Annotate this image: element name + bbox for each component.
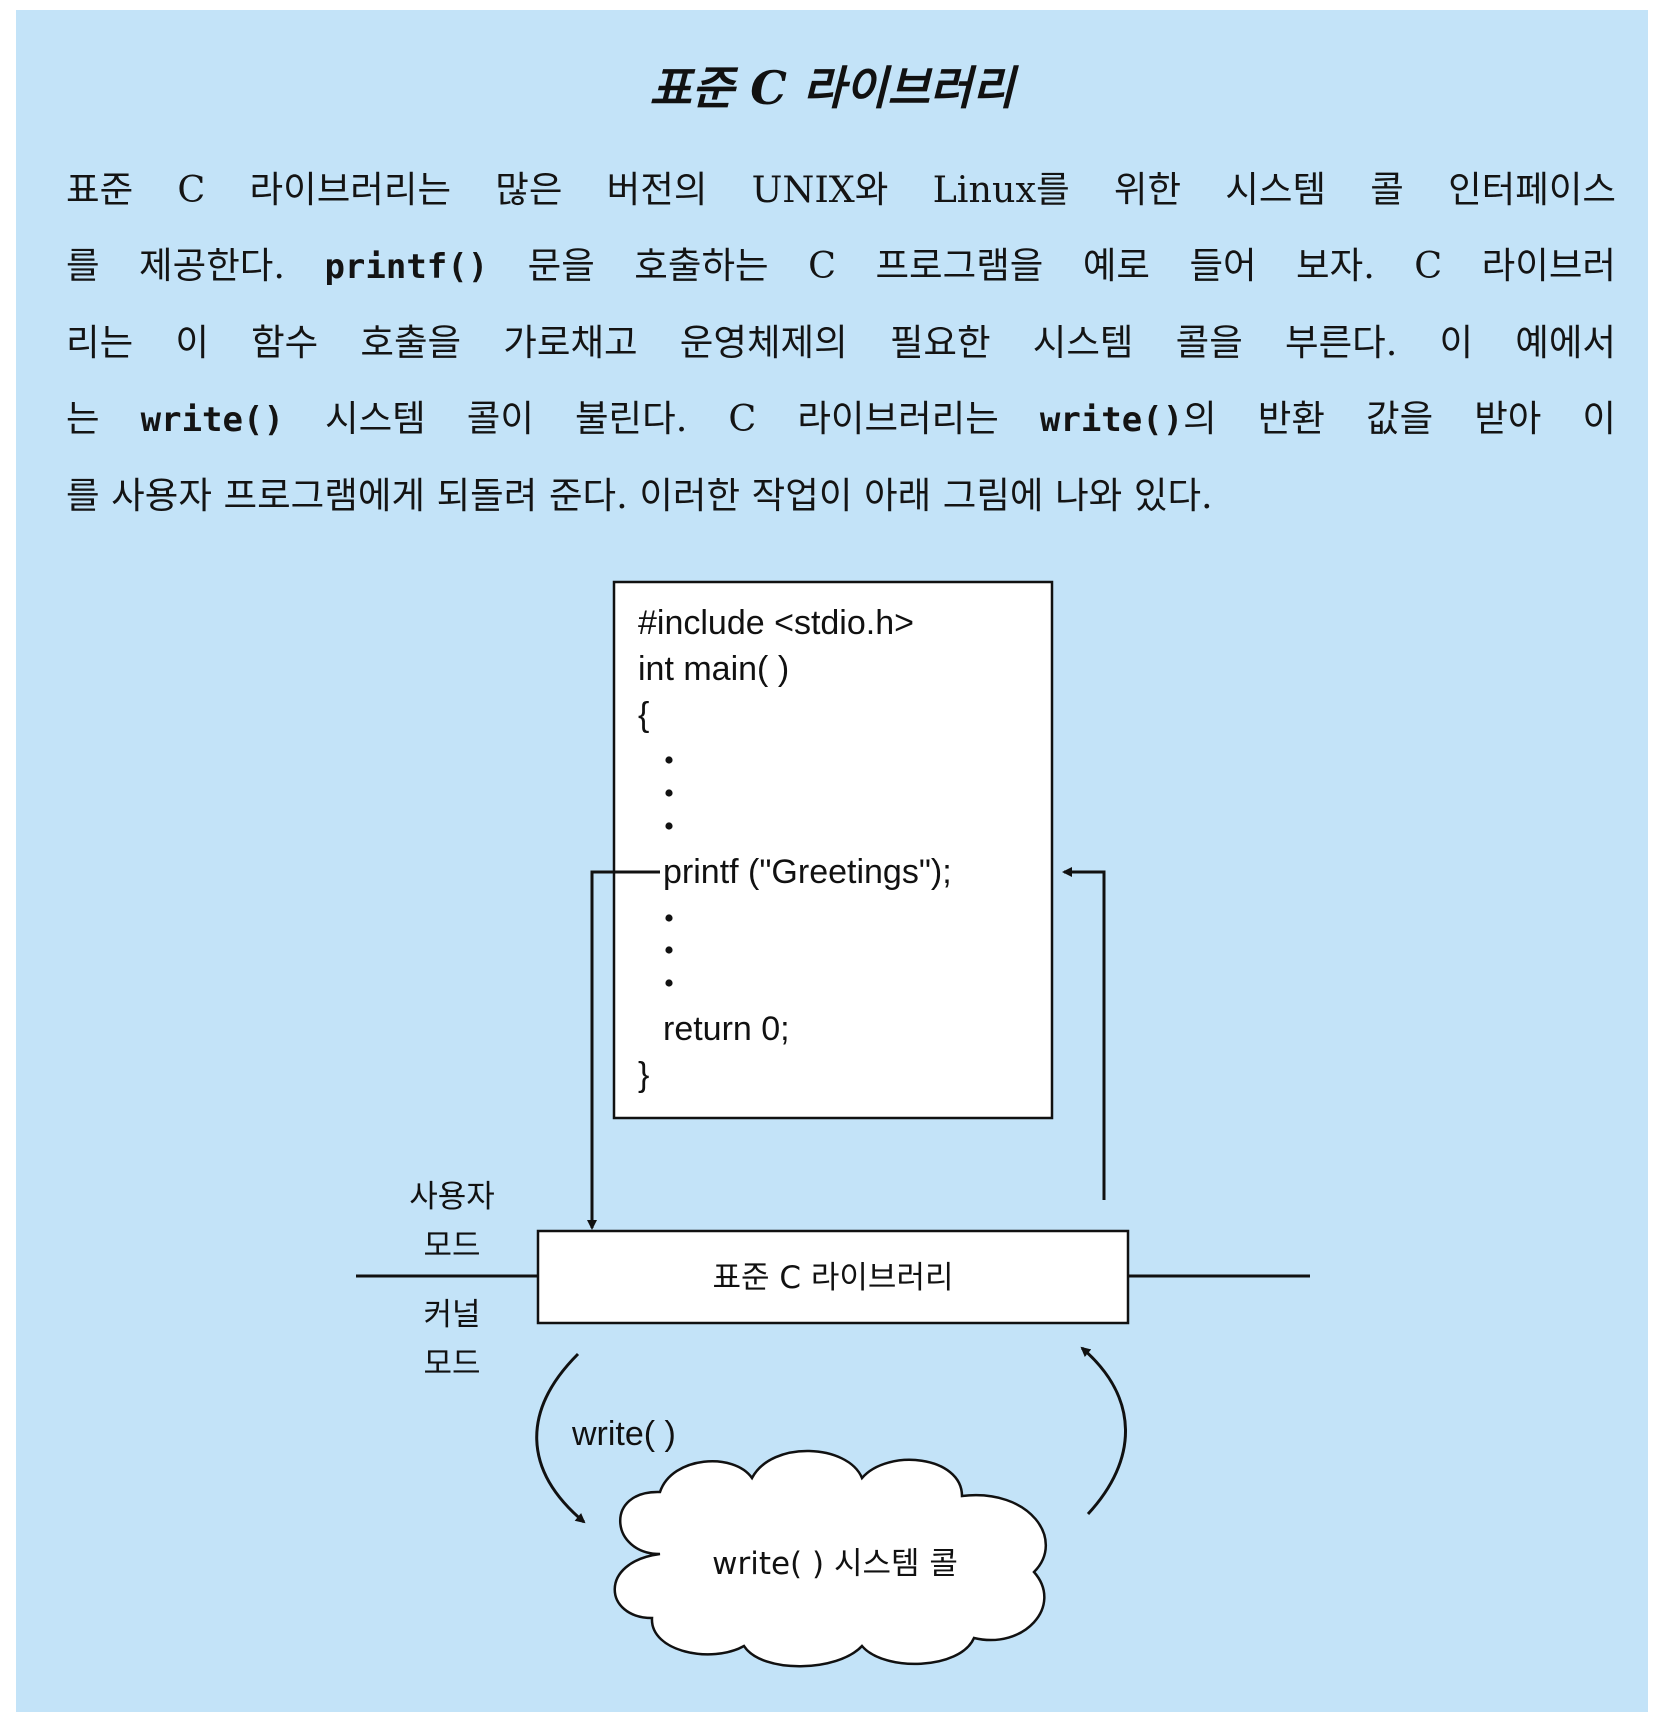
- box-body: 표준 C 라이브러리는 많은 버전의 UNIX와 Linux를 위한 시스템 콜…: [66, 152, 1616, 534]
- body-line-3: 리는 이 함수 호출을 가로채고 운영체제의 필요한 시스템 콜을 부른다. 이…: [66, 321, 1616, 364]
- ellipsis-dot: [665, 979, 673, 987]
- return-arrow: [1062, 867, 1106, 1200]
- info-box: 표준 C 라이브러리 표준 C 라이브러리는 많은 버전의 UNIX와 Linu…: [16, 10, 1648, 1712]
- ellipsis-dot: [665, 789, 673, 797]
- kernel-mode-label-2: 모드: [423, 1346, 480, 1382]
- code-printf: printf(): [324, 247, 489, 287]
- program-box: [612, 580, 1054, 1120]
- ellipsis-dot: [665, 756, 673, 764]
- code-line-include: #include <stdio.h>: [638, 604, 914, 642]
- library-label: 표준 C 라이브러리: [713, 1260, 954, 1296]
- syscall-label: write( ) 시스템 콜: [712, 1546, 958, 1582]
- body-line-1: 표준 C 라이브러리는 많은 버전의 UNIX와 Linux를 위한 시스템 콜…: [66, 168, 1616, 211]
- code-line-open-brace: {: [638, 696, 649, 734]
- user-mode-label-1: 사용자: [409, 1179, 495, 1215]
- write-call-label: write( ): [571, 1415, 676, 1453]
- code-line-return: return 0;: [663, 1010, 790, 1048]
- write-return-arrow: [1080, 1346, 1127, 1516]
- kernel-mode-label-1: 커널: [423, 1297, 480, 1333]
- ellipsis-dot: [665, 822, 673, 830]
- ellipsis-dot: [665, 946, 673, 954]
- code-write-2: write(): [1039, 400, 1184, 440]
- write-call-arrow: [535, 1352, 586, 1524]
- code-write-1: write(): [140, 400, 284, 440]
- ellipsis-dot: [665, 914, 673, 922]
- body-line-5: 를 사용자 프로그램에게 되돌려 준다. 이러한 작업이 아래 그림에 나와 있…: [66, 474, 1213, 517]
- code-line-printf: printf ("Greetings");: [663, 853, 952, 891]
- syscall-cloud: [613, 1449, 1047, 1668]
- code-line-close-brace: }: [638, 1056, 649, 1094]
- body-line-2: 를 제공한다. printf() 문을 호출하는 C 프로그램을 예로 들어 보…: [66, 244, 1616, 287]
- library-box: [536, 1229, 1130, 1325]
- code-line-main: int main( ): [638, 650, 789, 688]
- user-mode-label-2: 모드: [423, 1228, 480, 1264]
- call-arrow: [587, 870, 660, 1230]
- box-title: 표준 C 라이브러리: [649, 61, 1015, 115]
- body-line-4: 는 write() 시스템 콜이 불린다. C 라이브러리는 write()의 …: [66, 397, 1616, 440]
